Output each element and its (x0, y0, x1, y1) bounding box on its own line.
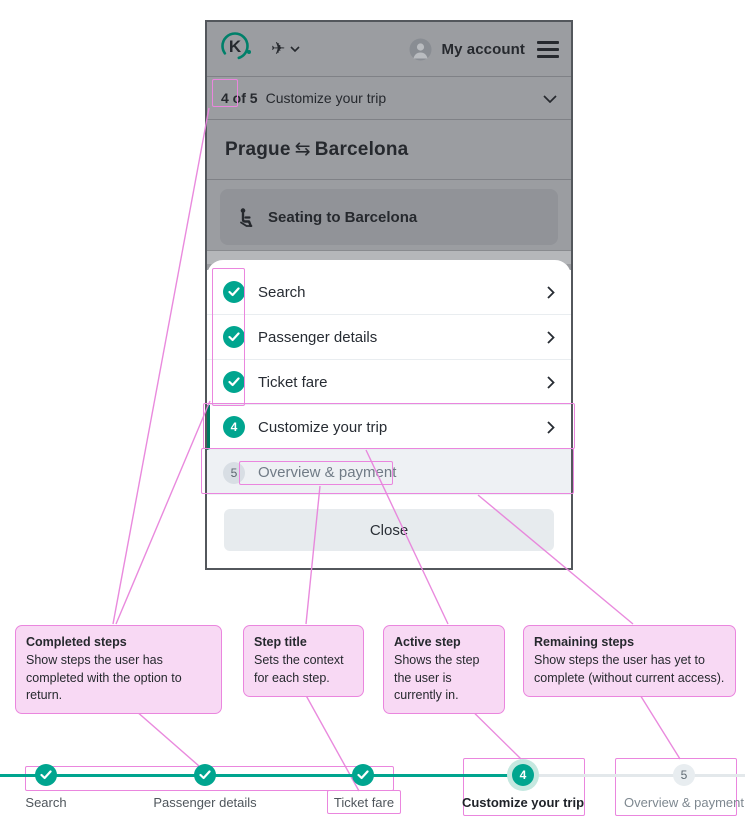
step-check-icon (223, 326, 245, 348)
menu-step-ticket-fare[interactable]: Ticket fare (207, 360, 571, 405)
stepper-step-overview-circle: 5 (673, 764, 695, 786)
stepper-label-ticket-fare: Ticket fare (333, 795, 395, 810)
annotation-body: Shows the step the user is currently in. (394, 653, 480, 702)
plane-icon: ✈ (271, 39, 286, 58)
stepper-label-customize: Customize your trip (461, 795, 585, 810)
step-number: 5 (230, 465, 238, 480)
step-label: Customize your trip (258, 418, 388, 436)
seating-action-card[interactable]: Seating to Barcelona (220, 189, 558, 245)
annotation-remaining-steps: Remaining steps Show steps the user has … (523, 625, 736, 697)
annotation-body: Sets the context for each step. (254, 653, 344, 685)
kiwi-logo[interactable]: K (219, 30, 257, 68)
step-check-icon (223, 371, 245, 393)
annotation-completed-steps: Completed steps Show steps the user has … (15, 625, 222, 714)
annotation-title: Completed steps (26, 635, 127, 649)
stepper-label-overview: Overview & payment (624, 795, 744, 810)
menu-step-passenger-details[interactable]: Passenger details (207, 315, 571, 360)
step-label: Ticket fare (258, 373, 328, 391)
menu-step-customize-your-trip[interactable]: 4 Customize your trip (207, 405, 571, 450)
menu-step-search[interactable]: Search (207, 270, 571, 315)
chevron-right-icon (547, 420, 555, 434)
avatar-icon (409, 38, 432, 60)
annotation-title: Step title (254, 635, 307, 649)
step-number-badge: 4 (223, 416, 245, 438)
chevron-right-icon (547, 375, 555, 389)
origin-city: Prague (225, 139, 291, 160)
swap-arrows-icon: ⇆ (294, 139, 311, 160)
step-label: Search (258, 283, 306, 301)
annotation-title: Remaining steps (534, 635, 635, 649)
stepper-step-customize-circle[interactable]: 4 (512, 764, 534, 786)
check-icon (357, 770, 369, 780)
stepper-line-remaining (523, 774, 745, 777)
annotation-active-step: Active step Shows the step the user is c… (383, 625, 505, 714)
step-label: Overview & payment (258, 464, 397, 481)
step-number: 5 (680, 768, 688, 782)
annotation-step-title: Step title Sets the context for each ste… (243, 625, 364, 697)
close-button[interactable]: Close (224, 509, 554, 551)
menu-step-overview-payment: 5 Overview & payment (207, 450, 571, 495)
stepper-step-search-circle[interactable] (35, 764, 57, 786)
step-progress-bar[interactable]: 4 of 5 Customize your trip (207, 77, 571, 120)
phone-mockup: K ✈ My account 4 of 5 C (205, 20, 573, 570)
account-menu[interactable]: My account (409, 38, 525, 61)
check-icon (199, 770, 211, 780)
travel-mode-selector[interactable]: ✈ (271, 39, 300, 59)
annotation-title: Active step (394, 635, 461, 649)
my-account-label: My account (441, 40, 525, 58)
step-number: 4 (230, 420, 238, 434)
step-number: 4 (519, 768, 527, 782)
step-counter: 4 of 5 (221, 90, 258, 106)
trip-route-title: Prague⇆Barcelona (225, 138, 408, 161)
destination-city: Barcelona (314, 139, 409, 160)
step-label: Passenger details (258, 328, 378, 346)
close-button-container: Close (207, 495, 571, 551)
stepper-step-ticket-fare-circle[interactable] (352, 764, 374, 786)
stepper-line-completed (0, 774, 523, 777)
step-check-icon (223, 281, 245, 303)
stepper-label-search: Search (25, 795, 67, 810)
stepper-label-passenger: Passenger details (153, 795, 257, 810)
steps-menu-sheet: Search Passenger details Ticket fare (207, 260, 571, 568)
trip-route-header: Prague⇆Barcelona (207, 120, 571, 180)
app-header: K ✈ My account (207, 22, 571, 77)
chevron-down-icon (290, 46, 300, 52)
annotation-body: Show steps the user has yet to complete … (534, 653, 725, 685)
stepper-step-passenger-circle[interactable] (194, 764, 216, 786)
collapse-chevron-icon[interactable] (543, 90, 557, 106)
check-icon (40, 770, 52, 780)
seat-icon (240, 207, 253, 227)
seating-action-label: Seating to Barcelona (268, 208, 418, 226)
step-number-badge: 5 (223, 461, 245, 484)
chevron-right-icon (547, 330, 555, 344)
kiwi-logo-circle (221, 32, 251, 60)
hamburger-menu-icon[interactable] (537, 40, 559, 58)
annotation-body: Show steps the user has completed with t… (26, 653, 182, 702)
progress-step-title: Customize your trip (265, 90, 387, 106)
chevron-right-icon (547, 285, 555, 299)
kiwi-logo-letter: K (228, 37, 242, 56)
